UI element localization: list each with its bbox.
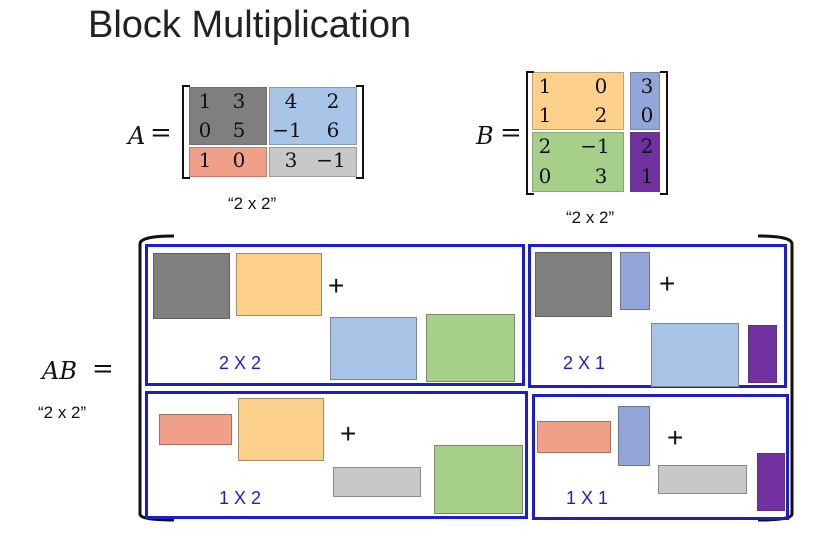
block-a12-blue	[651, 323, 739, 387]
matrix-a-entry: 1	[198, 148, 212, 172]
matrix-a-brackets	[182, 85, 364, 179]
block-b11-orange	[238, 398, 324, 461]
matrix-a-entry: 1	[198, 89, 212, 113]
matrix-b-equals: =	[500, 118, 522, 148]
block-b12-periwinkle	[620, 252, 650, 310]
product-ab-equals: =	[92, 354, 114, 384]
plus-sign: +	[328, 270, 345, 301]
matrix-a-entry: −1	[272, 118, 302, 142]
matrix-a-entry: 3	[284, 148, 298, 172]
plus-sign: +	[340, 418, 357, 449]
matrix-a-entry: 4	[284, 89, 298, 113]
matrix-a-entry: −1	[316, 148, 346, 172]
block-dimension-label: 2 X 1	[563, 353, 606, 373]
product-ab-dimension: “2 x 2”	[38, 403, 87, 422]
matrix-b-entry: 0	[538, 164, 552, 188]
matrix-b-entry: 2	[594, 103, 608, 127]
matrix-b-entry: 1	[538, 103, 552, 127]
matrix-b-block-22-shade	[630, 132, 660, 192]
matrix-b-entry: 0	[594, 74, 608, 98]
plus-sign: +	[667, 422, 684, 453]
matrix-a-block-22-shade	[269, 147, 357, 177]
matrix-b-entry: 1	[538, 74, 552, 98]
block-a11-dark	[153, 253, 230, 319]
plus-sign: +	[659, 268, 676, 299]
matrix-a-block-12-shade	[269, 87, 357, 145]
matrix-b-block-21-shade	[532, 132, 624, 192]
matrix-a-entry: 2	[326, 89, 340, 113]
matrix-a-entry: 0	[198, 118, 212, 142]
block-dimension-label: 1 X 1	[566, 488, 609, 508]
block-a22-gray	[333, 467, 421, 497]
block-b12-periwinkle	[618, 406, 650, 466]
matrix-a-block-11-shade	[189, 87, 267, 145]
block-a21-salmon	[537, 421, 611, 453]
matrix-b-dimension: “2 x 2”	[566, 208, 615, 227]
block-b11-orange	[236, 253, 322, 316]
block-b21-green	[426, 314, 515, 382]
matrix-a-label: A	[128, 122, 146, 150]
matrix-b-entry: 3	[640, 74, 654, 98]
product-block-bottom-right	[532, 394, 789, 520]
product-ab-label: AB	[42, 357, 77, 385]
block-a22-gray	[658, 465, 747, 494]
block-b22-purple	[748, 325, 777, 383]
matrix-b-entry: 2	[538, 134, 552, 158]
block-dimension-label: 2 X 2	[219, 353, 262, 373]
matrix-b-brackets	[526, 71, 668, 195]
matrix-a-dimension: “2 x 2”	[228, 194, 277, 213]
page-title: Block Multiplication	[88, 4, 412, 46]
matrix-b-entry: 0	[640, 103, 654, 127]
matrix-b-entry: 3	[594, 164, 608, 188]
matrix-a-equals: =	[150, 118, 172, 148]
matrix-a-block-21-shade	[189, 147, 267, 177]
matrix-a-entry: 0	[232, 148, 246, 172]
matrix-b-entry: −1	[580, 134, 610, 158]
matrix-b-entry: 2	[640, 134, 654, 158]
matrix-a-entry: 3	[232, 89, 246, 113]
block-a12-blue	[330, 317, 417, 380]
block-dimension-label: 1 X 2	[219, 488, 262, 508]
matrix-a-entry: 6	[326, 118, 340, 142]
product-block-bottom-left	[145, 391, 528, 519]
matrix-b-label: B	[476, 122, 494, 150]
matrix-b-block-11-shade	[532, 72, 624, 130]
matrix-a-entry: 5	[232, 118, 246, 142]
block-b22-purple	[757, 453, 785, 511]
block-a21-salmon	[159, 414, 232, 445]
block-b21-green	[434, 445, 523, 514]
product-block-top-left	[145, 244, 525, 386]
matrix-b-block-12-shade	[630, 72, 660, 130]
matrix-b-entry: 1	[640, 164, 654, 188]
block-a11-dark	[535, 252, 612, 317]
